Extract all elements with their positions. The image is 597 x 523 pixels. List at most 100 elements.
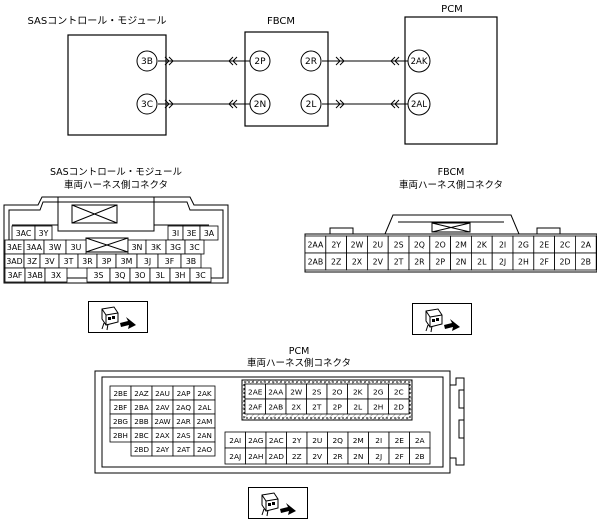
pin-cell-label: 2Y — [331, 241, 341, 250]
pin-cell-label: 2AL — [198, 403, 212, 412]
pin-cell-label: 3O — [134, 271, 145, 280]
pin-cell-label: 3R — [82, 257, 93, 266]
pin-label: 2AL — [411, 100, 427, 110]
pin-cell — [388, 398, 410, 415]
pcm-connector-title: PCM — [289, 346, 310, 357]
pin-cell-label: 2D — [394, 403, 405, 412]
pin-cell-label: 3C — [195, 271, 206, 280]
pin-cell-label: 3AA — [26, 243, 43, 252]
pin-cell-label: 3T — [64, 257, 74, 266]
pin-cell-label: 2B — [581, 258, 591, 267]
pin-cell-label: 2AT — [177, 445, 191, 454]
pin-cell-label: 2AO — [197, 445, 212, 454]
pin-label: 2AK — [411, 57, 428, 67]
pin-cell-label: 2AQ — [176, 403, 191, 412]
pin-cell-label: 2E — [539, 241, 549, 250]
pin-cell-label: 2I — [375, 436, 382, 445]
pin-cell-label: 2AM — [197, 417, 213, 426]
pin-cell-label: 2BG — [113, 417, 128, 426]
pin-cell-label: 2AD — [269, 452, 285, 461]
view-direction-icon — [88, 301, 148, 333]
pin-cell-label: 2M — [353, 436, 364, 445]
pin-cell-label: 2P — [435, 258, 445, 267]
fbcm-module-title: FBCM — [267, 16, 295, 27]
pin-cell-label: 3J — [144, 257, 151, 266]
pin-cell-label: 2AI — [229, 436, 241, 445]
pin-cell — [409, 447, 431, 465]
pin-cell-label: 2Q — [332, 436, 343, 445]
pin-cell-label: 2BD — [134, 445, 150, 454]
pin-cell-label: 2O — [435, 241, 446, 250]
pin-cell-label: 2AJ — [229, 452, 241, 461]
pin-cell-label: 2AG — [248, 436, 264, 445]
pin-cell-label: 2AW — [154, 417, 170, 426]
pin-cell-label: 2AC — [269, 436, 284, 445]
pin-cell-label: 2N — [353, 452, 363, 461]
pin-cell-label: 2AB — [308, 258, 324, 267]
pin-cell-label: 3K — [151, 243, 162, 252]
pin-cell-label: 2L — [477, 258, 487, 267]
pin-cell-label: 2G — [373, 388, 384, 397]
sas-connector-title: SASコントロール・モジュール — [50, 167, 183, 178]
pin-cell-label: 2L — [353, 403, 363, 412]
pin-cell-label: 2R — [333, 452, 343, 461]
pin-cell-label: 2BA — [134, 403, 149, 412]
pin-cell-label: 2F — [539, 258, 549, 267]
pin-cell-label: 2B — [415, 452, 425, 461]
pin-cell-label: 2J — [375, 452, 382, 461]
pin-cell-label: 2S — [312, 388, 322, 397]
pin-cell-label: 2K — [477, 241, 488, 250]
pin-cell-label: 3L — [155, 271, 165, 280]
pin-cell-label: 2AP — [177, 389, 191, 398]
pin-cell — [44, 267, 68, 283]
pin-cell-label: 3V — [44, 257, 55, 266]
pin-cell-label: 2A — [581, 241, 592, 250]
pin-cell-label: 2BF — [114, 403, 128, 412]
pin-cell-label: 2Y — [292, 436, 302, 445]
pin-cell-label: 2AU — [155, 389, 170, 398]
pin-cell-label: 3I — [172, 229, 179, 238]
pin-cell-label: 2C — [560, 241, 571, 250]
pin-cell-label: 2G — [518, 241, 529, 250]
pin-cell-label: 2R — [414, 258, 425, 267]
pin-cell-label: 3B — [186, 257, 196, 266]
pin-cell-label: 2I — [499, 241, 506, 250]
pin-cell-label: 3AE — [7, 243, 22, 252]
pin-cell-label: 2H — [373, 403, 383, 412]
pin-label: 2N — [254, 100, 266, 110]
pin-cell-label: 2Q — [414, 241, 425, 250]
pin-cell-label: 2S — [394, 241, 404, 250]
pin-cell-label: 2AS — [176, 431, 190, 440]
pin-cell-label: 2AA — [307, 241, 324, 250]
pin-cell-label: 3AB — [27, 271, 43, 280]
pin-cell — [193, 441, 216, 457]
connector-chevrons — [164, 56, 400, 109]
pin-cell-label: 2AN — [197, 431, 212, 440]
pin-cell-label: 2U — [372, 241, 383, 250]
pin-cell-label: 2E — [395, 436, 405, 445]
pin-cell-label: 3M — [121, 257, 133, 266]
pin-cell-label: 2T — [312, 403, 322, 412]
pin-cell-label: 3X — [51, 271, 62, 280]
pcm-module-title: PCM — [441, 4, 463, 15]
pin-cell-label: 2AA — [268, 388, 283, 397]
pin-cell-label: 2H — [518, 258, 529, 267]
pin-circles — [136, 49, 431, 116]
pin-cell-label: 2BC — [134, 431, 148, 440]
pin-cell-label: 3W — [49, 243, 62, 252]
pin-cell-label: 3H — [175, 271, 186, 280]
pin-cell-label: 3A — [204, 229, 215, 238]
fbcm-connector-subtitle: 車両ハーネス側コネクタ — [399, 179, 503, 191]
pin-cell-label: 3Z — [27, 257, 37, 266]
pin-cell-label: 2V — [373, 258, 384, 267]
pin-cell-label: 2AF — [248, 403, 262, 412]
pin-cell-label: 2F — [395, 452, 404, 461]
pin-label: 3B — [141, 57, 153, 67]
pin-cell-label: 3AF — [8, 271, 23, 280]
sas-connector-body — [3, 196, 229, 284]
pin-cell-label: 2AR — [176, 417, 190, 426]
